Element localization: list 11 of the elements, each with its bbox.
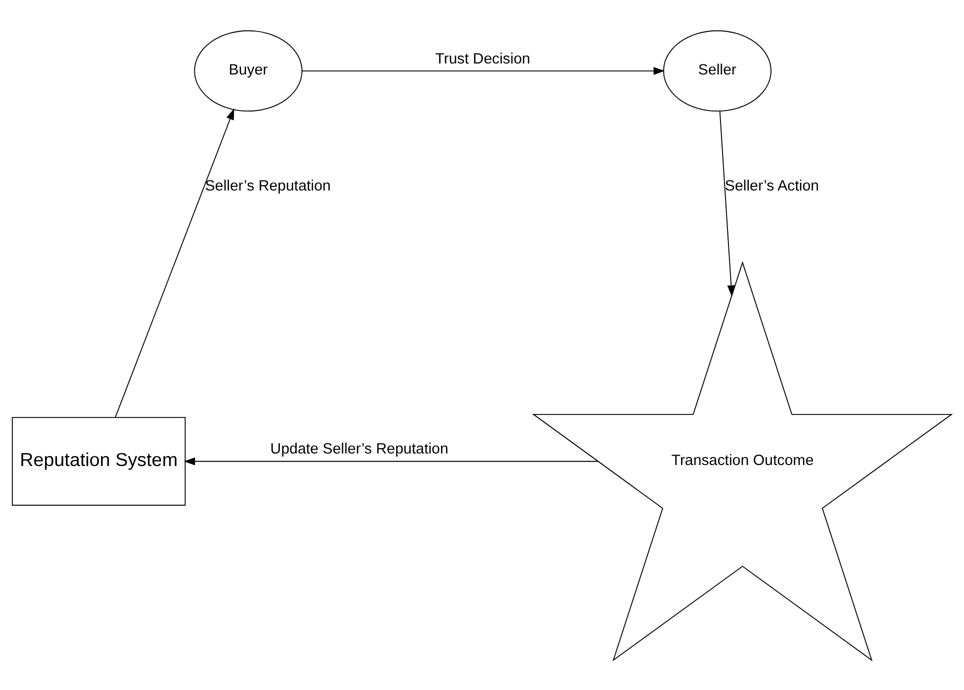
arrow: [302, 66, 665, 74]
node-ellipse: Seller: [663, 30, 772, 112]
arrow: [114, 108, 234, 418]
edge-label: Update Seller’s Reputation: [270, 440, 448, 458]
node-ellipse: Buyer: [194, 30, 302, 112]
edge-label: Trust Decision: [435, 50, 530, 67]
edge-label: Seller’s Action: [724, 176, 820, 194]
edge-label: Seller’s Reputation: [205, 176, 331, 194]
arrow: [184, 456, 598, 465]
arrow: [719, 110, 736, 296]
node-box: Reputation System: [12, 416, 186, 506]
